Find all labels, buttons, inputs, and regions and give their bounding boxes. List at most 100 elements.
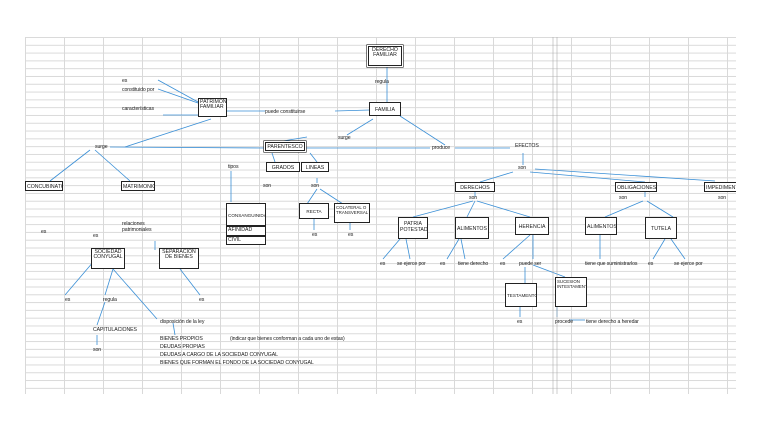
puede-constituirse-label: puede constituirse: [265, 109, 306, 115]
connector: [604, 200, 644, 218]
son-efectos-label: son: [518, 165, 527, 171]
patria-potestad-node: PATRIA POTESTAD: [398, 217, 428, 239]
son-impedimentos-label: son: [718, 195, 727, 201]
es-label: es: [122, 78, 128, 84]
consanguinidad-node: CONSANGUINIDAD: [226, 203, 266, 226]
civil-node: CIVIL: [226, 236, 266, 245]
connector: [502, 234, 531, 260]
es-patria-potestad-label: es: [380, 261, 386, 267]
indicar-note: (indicar que bienes conforman a cada uno…: [230, 336, 345, 342]
connector: [271, 152, 276, 163]
connector: [652, 238, 666, 260]
connector: [157, 88, 199, 104]
sucesion-intestamentaria-node: SUCESION INTESTAMENTARIA: [555, 277, 587, 307]
es-concubinato-label: es: [41, 229, 47, 235]
connector: [446, 238, 460, 260]
es-herencia-label: es: [500, 261, 506, 267]
patrimonio-familiar-node: PATRIMONIO FAMILIAR: [198, 98, 227, 117]
testamento-node: TESTAMENTO: [505, 283, 537, 307]
es-tutela-label: es: [648, 261, 654, 267]
connector: [172, 322, 176, 336]
es-colateral-label: es: [348, 232, 354, 238]
son-capitulaciones-label: son: [93, 347, 102, 353]
connector: [306, 188, 318, 205]
connector: [534, 168, 716, 182]
tiene-derecho-label: tiene derecho: [458, 261, 489, 267]
connector: [49, 149, 91, 182]
se-ejerce-por-pp-label: se ejerce por: [397, 261, 426, 267]
es-sociedad-label: es: [65, 297, 71, 303]
sociedad-conyugal-node: SOCIEDAD CONYUGAL: [91, 248, 125, 269]
surge-right-label: surge: [338, 135, 351, 141]
connector: [124, 118, 212, 148]
derechos-node: DERECHOS: [455, 182, 495, 192]
son-lineas-label: son: [311, 183, 320, 189]
connector: [309, 152, 318, 163]
parentesco-node: PARENTESCO: [265, 142, 305, 151]
connector: [412, 200, 474, 218]
connector: [529, 171, 646, 183]
connector: [646, 200, 674, 218]
connector: [319, 188, 344, 205]
connector: [460, 238, 466, 260]
colateral-node: COLATERAL O TRANSVERSAL: [334, 203, 370, 223]
connector: [109, 146, 266, 149]
se-ejerce-por-tutela-label: se ejerce por: [674, 261, 703, 267]
obligaciones-node: OBLIGACIONES: [615, 182, 657, 192]
connector: [479, 171, 514, 183]
es-testamento-label: es: [517, 319, 523, 325]
bienes-fondo-label: BIENES QUE FORMAN EL FONDO DE LA SOCIEDA…: [160, 360, 314, 366]
son-obligaciones-label: son: [619, 195, 628, 201]
connector: [382, 238, 401, 260]
deudas-propias-label: DEUDAS PROPIAS: [160, 344, 205, 350]
es-recta-label: es: [312, 232, 318, 238]
relaciones-label: relaciones patrimoniales: [122, 221, 152, 233]
deudas-cargo-label: DEUDAS A CARGO DE LA SOCIEDAD CONYUGAL: [160, 352, 278, 358]
son-derechos-label: son: [469, 195, 478, 201]
procede-label: procede: [555, 319, 574, 325]
es-matrimonio-label: es: [93, 233, 99, 239]
connector: [466, 200, 476, 218]
impedimentos-node: IMPEDIMENT: [704, 182, 736, 192]
tipos-label: tipos: [228, 164, 239, 170]
capitulaciones-label: CAPITULACIONES: [93, 327, 137, 333]
regula-sociedad-label: regula: [103, 297, 117, 303]
bienes-propios-label: BIENES PROPIOS: [160, 336, 203, 342]
son-grados-label: son: [263, 183, 272, 189]
separacion-bienes-node: SEPARACION DE BIENES: [159, 248, 199, 269]
alimentos-obligaciones-node: ALIMENTOS: [585, 217, 617, 235]
es-alimentos-label: es: [440, 261, 446, 267]
connector: [179, 268, 201, 296]
connector: [346, 118, 374, 136]
regula-label: regula: [375, 79, 389, 85]
connector: [104, 268, 114, 296]
connector: [532, 264, 566, 278]
connector: [476, 200, 531, 218]
efectos-label: EFECTOS: [515, 143, 539, 149]
disposicion-ley-label: disposición de la ley: [160, 319, 205, 325]
constituido-por-label: constituido por: [122, 87, 155, 93]
connector: [112, 268, 158, 320]
concept-map-sheet: DERECHO FAMILIAR regula FAMILIA es const…: [25, 37, 736, 394]
tiene-derecho-heredar-label: tiene derecho a heredar: [586, 319, 639, 325]
recta-node: RECTA: [299, 203, 329, 219]
grados-node: GRADOS: [266, 162, 300, 172]
surge-left-label: surge: [95, 144, 108, 150]
connector: [94, 149, 131, 182]
connector: [157, 79, 199, 103]
alimentos-derechos-node: ALIMENTOS: [455, 217, 489, 239]
concubinato-node: CONCUBINATO: [25, 181, 63, 191]
familia-node: FAMILIA: [369, 102, 401, 116]
connector: [670, 238, 686, 260]
caracteristicas-label: características: [122, 106, 154, 112]
es-separacion-label: es: [199, 297, 205, 303]
matrimonio-node: MATRIMONIO: [121, 181, 155, 191]
lineas-node: LINEAS: [301, 162, 329, 172]
connector: [96, 301, 106, 326]
herencia-node: HERENCIA: [515, 217, 549, 235]
produce-label: produce: [432, 145, 451, 151]
afinidad-node: AFINIDAD: [226, 226, 266, 236]
derecho-familiar-node: DERECHO FAMILIAR: [368, 46, 402, 66]
connector: [405, 238, 411, 260]
tutela-node: TUTELA: [645, 217, 677, 239]
